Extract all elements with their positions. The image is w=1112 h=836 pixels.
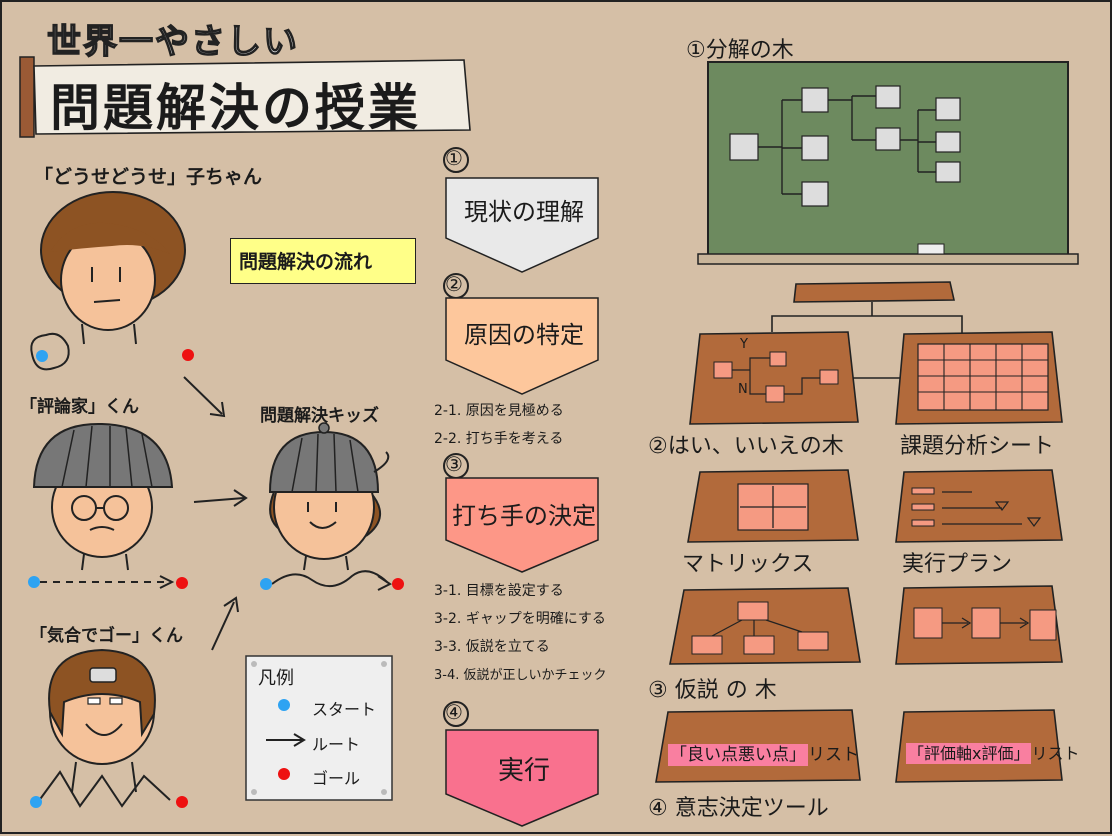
kids-character [268,422,390,571]
substep-2-2: 2-2. 打ち手を考える [434,431,564,447]
legend-goal: ゴール [312,769,361,788]
tool-label-hypothesis-tree: ③ 仮説 の 木 [648,678,777,703]
tool-label-yes-no-tree: ②はい、いいえの木 [648,434,844,459]
step-number-3: ③ [445,452,463,476]
page-title: 問題解決の授業 [50,79,421,137]
character-label-hyoronka: 「評論家」くん [20,397,139,417]
start-dot [36,350,48,362]
yes-mark: Y [740,337,748,352]
step-number-4: ④ [445,700,463,724]
substep-3-2: 3-2. ギャップを明確にする [434,611,606,627]
tool-label-decision-tools: ④ 意志決定ツール [648,796,829,821]
legend-title: 凡例 [258,668,294,689]
substep-3-4: 3-4. 仮説が正しいかチェック [434,668,607,683]
substep-3-3: 3-3. 仮説を立てる [434,639,550,655]
gungho-character [48,648,156,793]
eval-list-label: 「評価軸x評価」リスト [906,740,1080,764]
tool-label-plan: 実行プラン [902,552,1013,577]
substep-3-1: 3-1. 目標を設定する [434,583,564,599]
step-number-1: ① [445,146,463,170]
character-label-kiai: 「気合でゴー」くん [30,626,183,646]
step-label-4: 実行 [497,756,550,786]
eval-list-word: リスト [1031,744,1080,763]
pros-cons-list-word: リスト [808,745,859,765]
step-number-2: ② [445,272,463,296]
pros-cons-list-label: 「良い点悪い点」リスト [668,740,859,766]
girl-character [40,191,186,345]
title-ribbon [19,56,471,138]
no-mark: N [738,382,748,397]
tool-label-issue-sheet: 課題分析シート [900,434,1055,459]
flow-badge: 問題解決の流れ [230,238,416,284]
legend-start: スタート [312,700,377,719]
legend-route: ルート [312,735,361,754]
legend-card [245,655,393,801]
step-label-3: 打ち手の決定 [452,502,596,530]
pros-cons-highlight: 「良い点悪い点」 [668,744,808,766]
critic-character [32,422,174,571]
subtitle: 世界一やさしい [46,21,299,62]
tool-label-decomposition-tree: ①分解の木 [686,38,794,63]
steps-drawing [443,147,599,827]
blackboard [697,61,1079,265]
characters-drawing [28,191,404,808]
tool-label-matrix: マトリックス [682,552,814,577]
eval-highlight: 「評価軸x評価」 [906,743,1032,764]
substep-2-1: 2-1. 原因を見極める [434,403,564,419]
step-label-2: 原因の特定 [464,321,584,349]
character-label-dousedouse: 「どうせどうせ」子ちゃん [34,166,263,188]
goal-dot [182,349,194,361]
character-label-kids: 問題解決キッズ [260,406,379,426]
step-label-1: 現状の理解 [464,198,584,226]
